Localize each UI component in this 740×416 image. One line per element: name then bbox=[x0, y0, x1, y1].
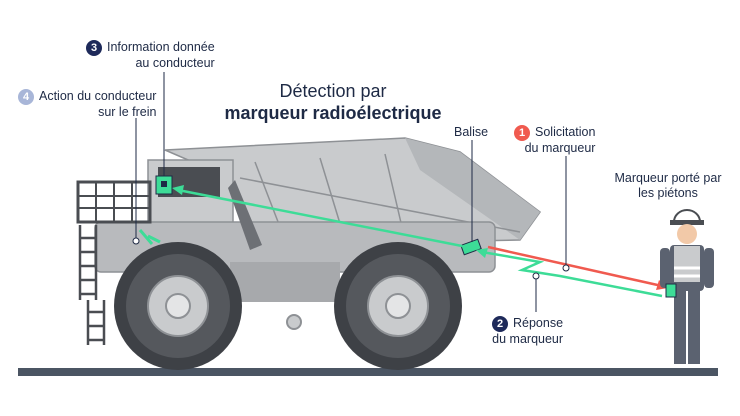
step-1-line-1: Solicitation bbox=[535, 125, 596, 139]
title-line-2: marqueur radioélectrique bbox=[224, 103, 442, 123]
step-2-line-2: du marqueur bbox=[492, 332, 564, 346]
step-1-line-2: du marqueur bbox=[524, 141, 596, 155]
chassis-lower bbox=[230, 262, 340, 302]
brake-pedal-icon bbox=[138, 229, 154, 245]
step-2-badge: 2 bbox=[492, 316, 508, 332]
step-1-label: 1 Solicitation du marqueur bbox=[514, 125, 595, 156]
ladder bbox=[78, 225, 106, 345]
request-signal bbox=[487, 245, 668, 290]
response-signal bbox=[476, 248, 663, 298]
beacon-icon bbox=[460, 238, 482, 256]
step-1-badge: 1 bbox=[514, 125, 530, 141]
diagram-title: Détection par marqueur radioélectrique bbox=[218, 80, 448, 124]
ground-line bbox=[18, 368, 718, 376]
haul-truck bbox=[76, 137, 542, 370]
step-3-line-1: Information donnée bbox=[107, 40, 215, 54]
front-wheel bbox=[114, 242, 242, 370]
step-3-badge: 3 bbox=[86, 40, 102, 56]
pedestrian-worker bbox=[660, 209, 714, 364]
beacon-label: Balise bbox=[454, 125, 489, 139]
pedestrian-marker-label: Marqueur porté par les piétons bbox=[612, 171, 724, 201]
driver-info-signal bbox=[172, 185, 463, 248]
pedestrian-label-line-2: les piétons bbox=[638, 186, 698, 200]
step-3-label: 3 Information donnée au conducteur bbox=[86, 40, 215, 71]
pedestrian-marker-icon bbox=[665, 283, 677, 298]
step-4-label: 4 Action du conducteur sur le frein bbox=[18, 89, 156, 120]
step-4-line-2: sur le frein bbox=[98, 105, 157, 119]
rear-wheel bbox=[334, 242, 462, 370]
leader-dots bbox=[132, 237, 570, 280]
step-2-label: 2 Réponse du marqueur bbox=[492, 316, 563, 347]
step-4-line-1: Action du conducteur bbox=[39, 89, 157, 103]
pedestrian-label-line-1: Marqueur porté par bbox=[614, 171, 722, 185]
title-line-1: Détection par bbox=[279, 81, 387, 101]
step-2-line-1: Réponse bbox=[513, 316, 564, 330]
step-4-badge: 4 bbox=[18, 89, 34, 105]
step-3-line-2: au conducteur bbox=[135, 56, 215, 70]
leader-lines bbox=[135, 72, 567, 312]
